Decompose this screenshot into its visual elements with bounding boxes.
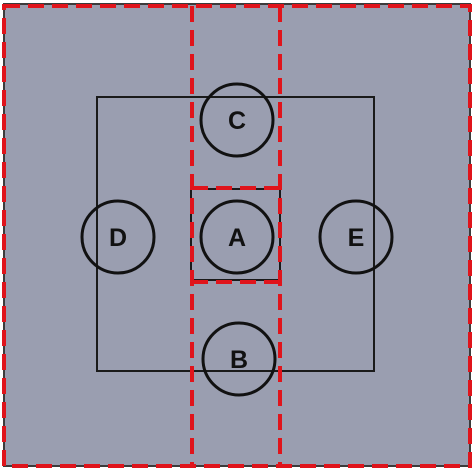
- outer-dashed-border: [2, 4, 472, 468]
- circle-a-label: A: [228, 224, 246, 252]
- circle-a-ring: [199, 199, 275, 275]
- circle-c-ring: [199, 82, 275, 158]
- circle-e-ring: [318, 199, 394, 275]
- circle-d-ring: [80, 199, 156, 275]
- circle-e: E: [318, 199, 394, 275]
- circle-b-label: B: [230, 346, 248, 374]
- circle-e-label: E: [348, 224, 365, 252]
- circle-a: A: [199, 199, 275, 275]
- dashed-lines: [2, 4, 472, 468]
- circle-d: D: [80, 199, 156, 275]
- circle-c-label: C: [228, 107, 246, 135]
- circle-c: C: [199, 82, 275, 158]
- circle-b: B: [201, 321, 277, 397]
- inner-square: [96, 96, 375, 372]
- circle-d-label: D: [109, 224, 127, 252]
- circle-b-ring: [201, 321, 277, 397]
